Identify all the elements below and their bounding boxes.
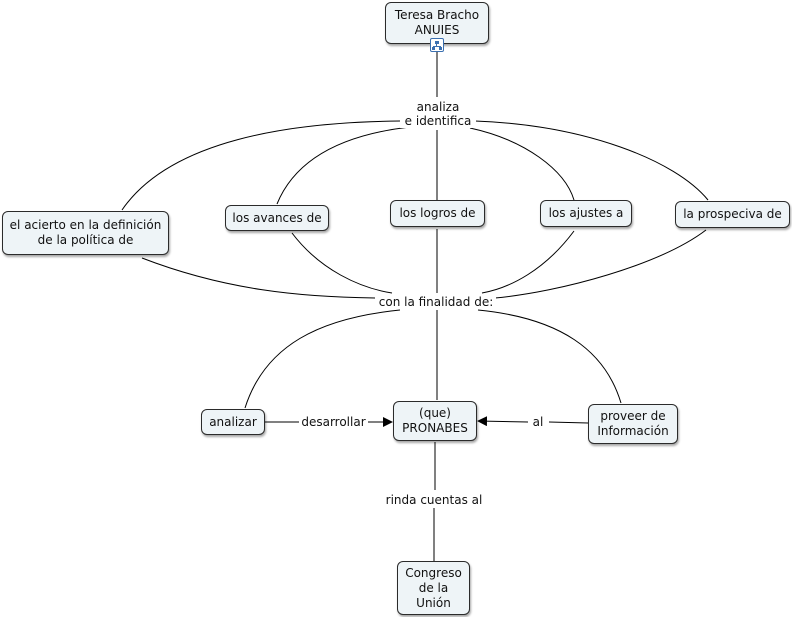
link-analiza-line2: e identifica bbox=[404, 114, 472, 128]
node-avances-text: los avances de bbox=[232, 210, 322, 225]
node-congreso[interactable]: Congreso de la Unión bbox=[397, 561, 470, 615]
node-acierto-line1: el acierto en la definición bbox=[9, 218, 162, 232]
link-al[interactable]: al bbox=[528, 415, 548, 429]
node-anuies-line2: ANUIES bbox=[414, 23, 460, 37]
node-logros[interactable]: los logros de bbox=[390, 200, 485, 227]
line-proveer-al bbox=[548, 421, 589, 424]
node-anuies-line1: Teresa Bracho bbox=[394, 8, 480, 22]
line-acierto-finalidad bbox=[141, 257, 376, 299]
link-rinda[interactable]: rinda cuentas al bbox=[380, 493, 488, 507]
link-analiza-line1: analiza bbox=[416, 100, 460, 114]
node-avances[interactable]: los avances de bbox=[225, 205, 329, 231]
line-finalidad-proveer bbox=[477, 309, 622, 404]
node-pronabes-line1: (que) bbox=[419, 406, 451, 420]
node-acierto[interactable]: el acierto en la definición de la políti… bbox=[2, 211, 169, 255]
node-congreso-line2: de la bbox=[418, 580, 449, 595]
line-analiza-avances bbox=[276, 126, 411, 205]
node-analizar[interactable]: analizar bbox=[201, 409, 265, 435]
node-prospeciva[interactable]: la prospeciva de bbox=[675, 201, 790, 228]
line-analiza-ajustes bbox=[469, 127, 575, 201]
node-logros-text: los logros de bbox=[399, 206, 476, 220]
node-analizar-text: analizar bbox=[209, 414, 257, 429]
node-prospeciva-text: la prospeciva de bbox=[683, 207, 782, 221]
arrow-al-pronabes bbox=[477, 416, 529, 427]
node-ajustes-text: los ajustes a bbox=[548, 206, 624, 220]
link-finalidad[interactable]: con la finalidad de: bbox=[376, 295, 496, 309]
line-finalidad-analizar bbox=[244, 309, 401, 409]
concept-map-icon[interactable] bbox=[430, 38, 444, 52]
node-ajustes[interactable]: los ajustes a bbox=[540, 200, 632, 227]
link-desarrollar[interactable]: desarrollar bbox=[299, 415, 368, 429]
node-pronabes[interactable]: (que) PRONABES bbox=[393, 401, 477, 441]
node-acierto-line2: de la política de bbox=[37, 233, 134, 247]
node-congreso-line1: Congreso bbox=[405, 565, 462, 580]
line-analiza-acierto bbox=[121, 120, 401, 211]
line-avances-finalidad bbox=[291, 232, 393, 294]
line-analiza-prospeciva bbox=[474, 120, 709, 201]
node-anuies[interactable]: Teresa Bracho ANUIES bbox=[385, 2, 489, 44]
node-proveer[interactable]: proveer de Información bbox=[588, 404, 678, 444]
node-proveer-line2: Información bbox=[597, 424, 669, 438]
node-pronabes-line2: PRONABES bbox=[402, 421, 468, 435]
line-ajustes-finalidad bbox=[481, 230, 575, 294]
node-congreso-line3: Unión bbox=[416, 595, 451, 610]
node-proveer-line1: proveer de bbox=[600, 409, 666, 423]
line-prospeciva-finalidad bbox=[494, 229, 707, 299]
link-analiza[interactable]: analiza e identifica bbox=[400, 100, 476, 128]
